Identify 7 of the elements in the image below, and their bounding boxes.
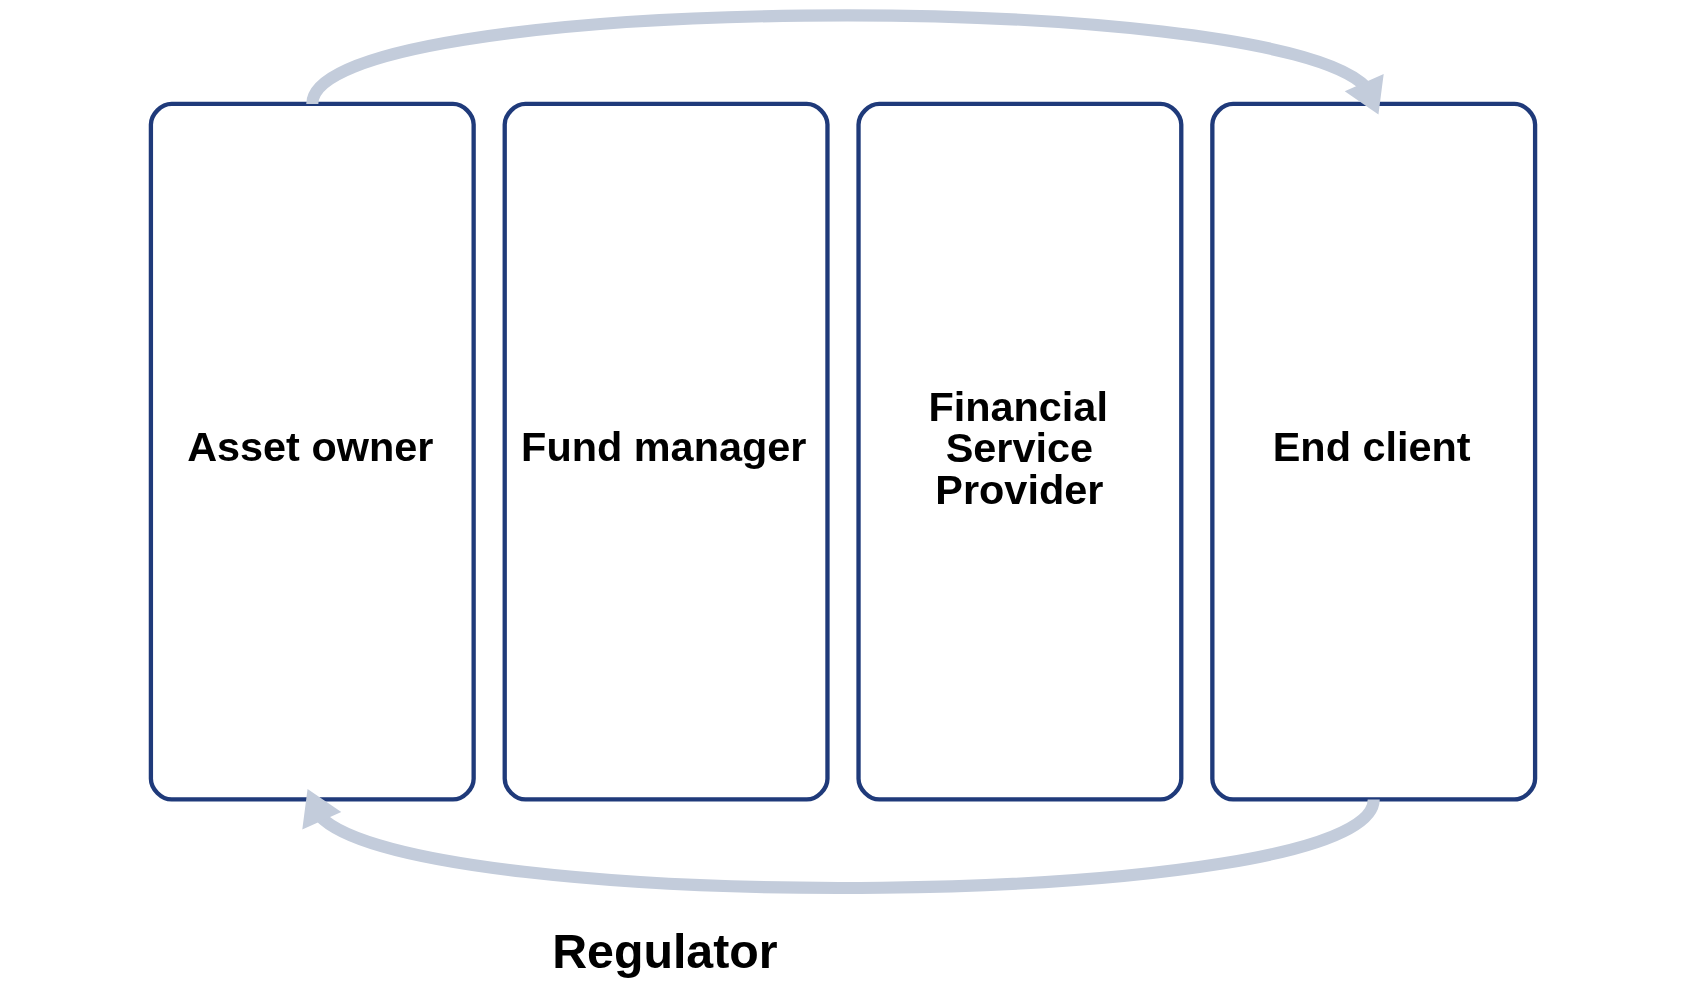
arrow (307, 9, 1384, 115)
node-box: Financial Service Provider (856, 101, 1184, 802)
node-box: End client (1210, 101, 1538, 802)
node-box: Fund manager (502, 101, 830, 802)
arrow (302, 788, 1379, 894)
node-box: Asset owner (148, 101, 476, 802)
label: Regulator (552, 923, 778, 978)
